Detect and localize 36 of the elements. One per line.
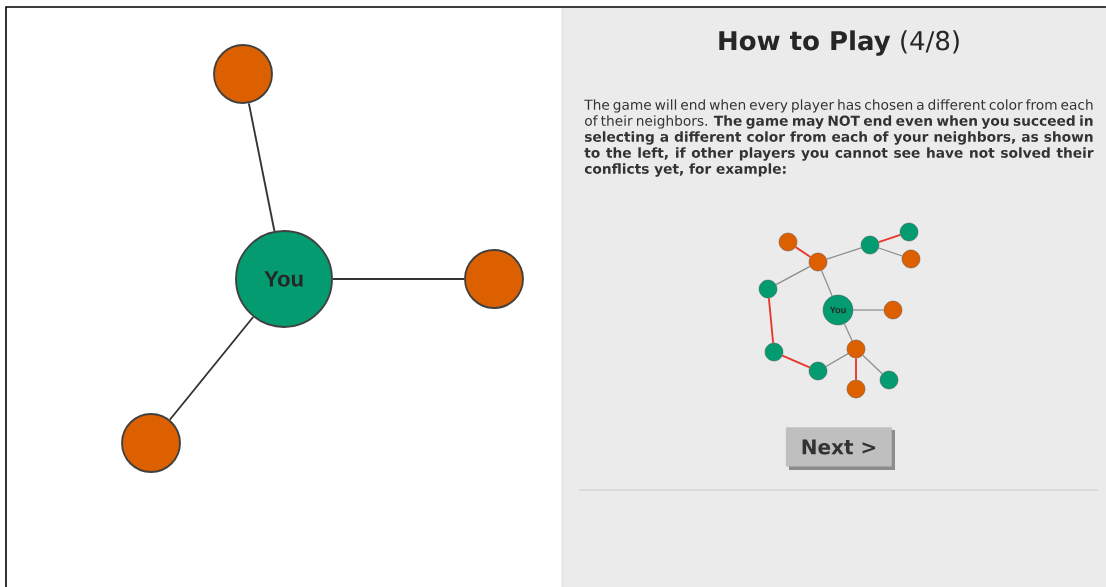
player-node [846,379,866,399]
connector-line [781,354,811,369]
connector-line [794,246,812,258]
player-node [778,232,798,252]
player-node [764,342,784,362]
connector-line [820,269,833,297]
connector-line [855,357,857,381]
player-node [846,339,866,359]
connector-line [877,234,902,244]
player-node [808,252,828,272]
next-button: Next > [786,427,895,470]
player-node: You [822,294,854,326]
player-node [901,249,921,269]
player-node [879,370,899,390]
player-node: You [235,230,333,328]
player-node [758,279,778,299]
connector-line [852,309,885,311]
connector-line [862,354,883,375]
player-node [860,235,880,255]
instructions-paragraph: The game will end when every player has chosen a different color from each of their neighbors. The game may NOT end even when you succeed in selecting a different color from each of your neighbors, as shown to the left, if other players you cannot see have not solved their conflicts yet, for example: [584,99,1094,177]
connector-line [332,278,465,280]
player-node [808,361,828,381]
player-node [121,413,181,473]
connector-line [775,265,811,286]
heading: How to Play (4/8) [719,30,959,56]
connector-line [247,102,276,232]
connector-line [168,316,255,421]
player-node [883,300,903,320]
connector-line [825,353,849,367]
connector-line [767,297,775,344]
connector-line [826,247,862,260]
player-node [213,44,273,104]
player-node [464,249,524,309]
connector-line [843,323,853,342]
player-node [899,222,919,242]
connector-line [878,247,903,257]
